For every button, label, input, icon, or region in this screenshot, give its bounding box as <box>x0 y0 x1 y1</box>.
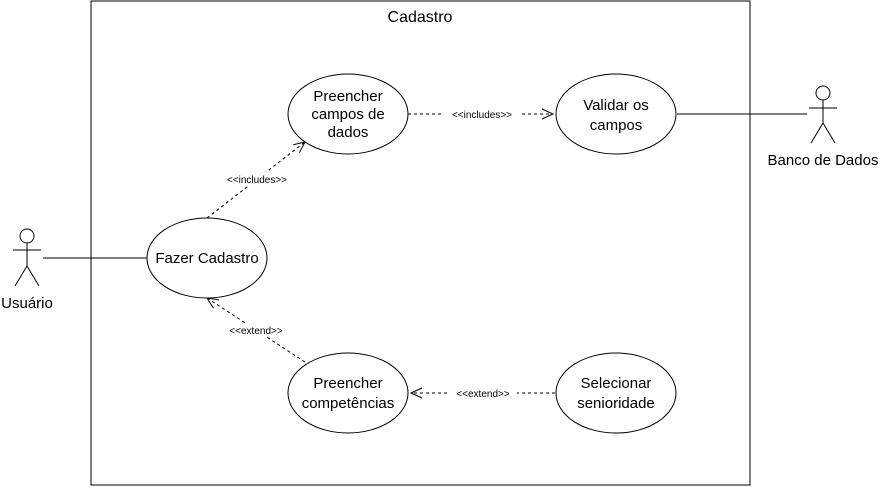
use-case-validar-campos-line-1: Validar os <box>583 97 649 114</box>
use-case-fazer-cadastro-shape <box>146 217 268 299</box>
use-case-preencher-campos[interactable]: Preencher campos de dados <box>287 73 409 155</box>
use-case-preencher-campos-line-2: campos de <box>311 106 384 123</box>
use-case-selecionar-senioridade[interactable]: Selecionar senioridade <box>555 352 677 434</box>
use-case-preencher-campos-line-1: Preencher <box>313 88 382 105</box>
extend-label-1-bg <box>222 323 290 337</box>
actor-user-left-leg <box>14 265 28 287</box>
includes-label-2: <<includes>> <box>452 110 512 121</box>
actor-database[interactable] <box>809 85 837 144</box>
use-case-preencher-competencias[interactable]: Preencher competências <box>287 352 409 434</box>
includes-label-1-bg <box>219 172 295 186</box>
use-case-preencher-competencias-line-2: competências <box>302 395 395 412</box>
use-case-preencher-competencias-shape <box>287 352 409 434</box>
use-case-validar-campos[interactable]: Validar os campos <box>555 73 677 155</box>
use-case-validar-campos-line-2: campos <box>590 117 643 134</box>
actor-database-label: Banco de Dados <box>768 152 879 169</box>
extend-edge-competencias-to-fazer <box>205 297 306 363</box>
actor-user-label: Usuário <box>1 295 53 312</box>
use-case-fazer-cadastro[interactable]: Fazer Cadastro <box>146 217 268 299</box>
use-case-fazer-cadastro-label: Fazer Cadastro <box>155 250 258 267</box>
actor-user[interactable] <box>13 228 41 287</box>
use-case-selecionar-senioridade-shape <box>555 352 677 434</box>
system-title: Cadastro <box>388 9 453 26</box>
actor-database-right-leg <box>822 122 836 144</box>
extend-label-1: <<extend>> <box>229 326 283 337</box>
includes-label-1: <<includes>> <box>227 175 287 186</box>
extend-label-2: <<extend>> <box>456 389 510 400</box>
extend-label-2-bg <box>449 386 517 400</box>
actor-database-left-leg <box>810 122 824 144</box>
actor-user-head <box>19 228 35 244</box>
use-case-selecionar-senioridade-line-2: senioridade <box>577 395 655 412</box>
use-case-selecionar-senioridade-line-1: Selecionar <box>581 375 652 392</box>
actor-database-head <box>815 85 831 101</box>
use-case-preencher-campos-shape <box>287 73 409 155</box>
use-case-validar-campos-shape <box>555 73 677 155</box>
use-case-preencher-competencias-line-1: Preencher <box>313 375 382 392</box>
use-case-preencher-campos-line-3: dados <box>328 124 369 141</box>
actor-user-right-leg <box>26 265 40 287</box>
includes-label-2-bg <box>443 107 522 121</box>
